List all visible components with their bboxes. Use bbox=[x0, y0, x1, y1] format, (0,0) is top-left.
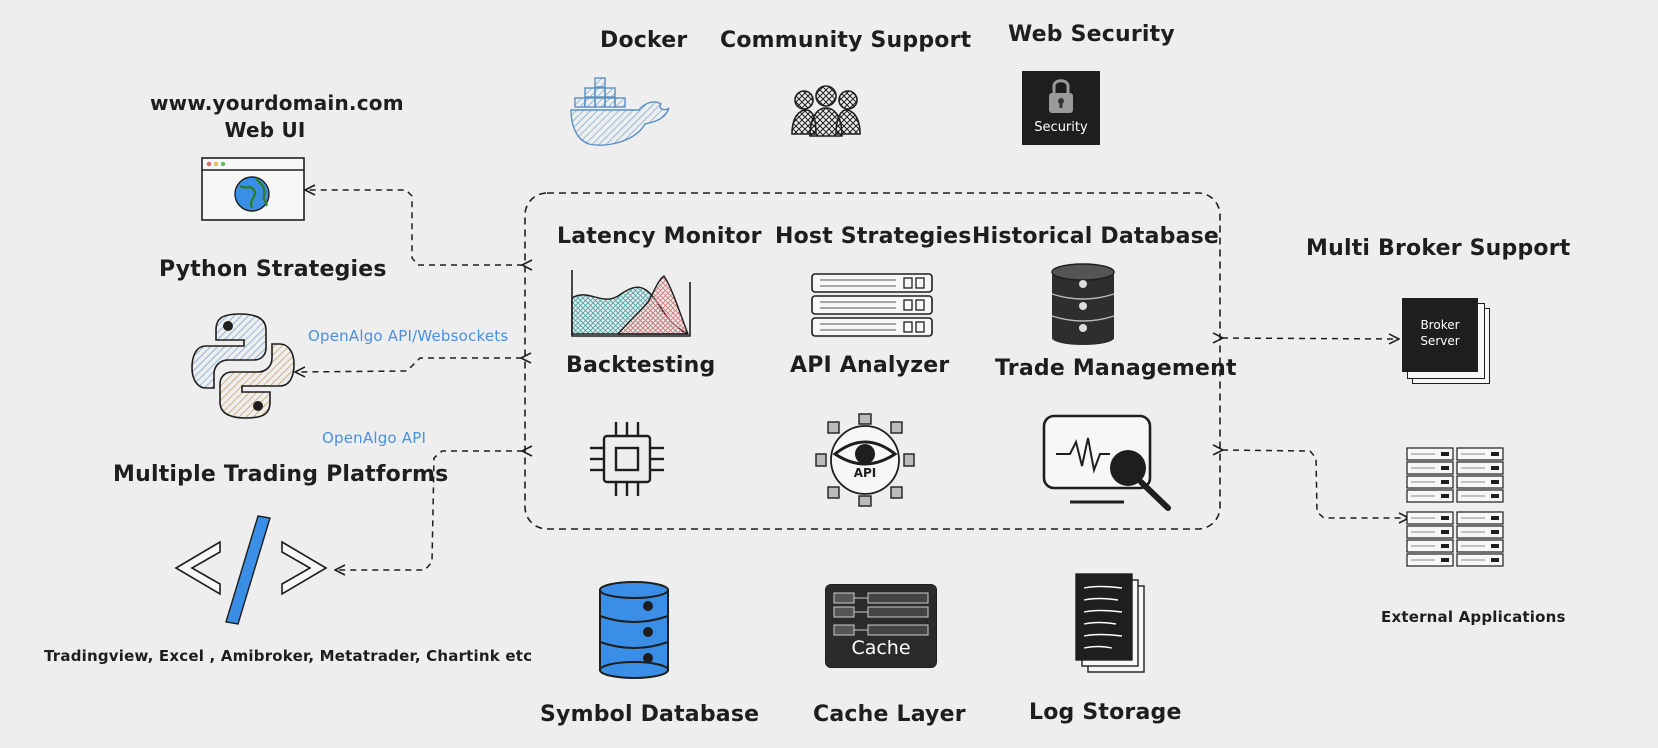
external-connector bbox=[1222, 450, 1408, 518]
server-rack-icon bbox=[811, 273, 933, 337]
broker-server-stack: Broker Server bbox=[1402, 298, 1490, 384]
web-ui-domain: www.yourdomain.com bbox=[150, 91, 404, 115]
cache-badge-text: Cache bbox=[851, 637, 911, 659]
symbol-database-label: Symbol Database bbox=[540, 702, 760, 727]
multiple-trading-platforms-label: Multiple Trading Platforms bbox=[113, 462, 449, 487]
code-brackets-icon bbox=[174, 515, 328, 625]
docker-whale-icon bbox=[570, 77, 670, 146]
openalgo-api-label: OpenAlgo API bbox=[322, 429, 427, 447]
community-people-icon bbox=[791, 85, 861, 137]
historical-database-label: Historical Database bbox=[972, 224, 1220, 249]
platforms-connector bbox=[336, 451, 523, 570]
api-gear-icon bbox=[815, 413, 915, 507]
cache-layer-label: Cache Layer bbox=[813, 702, 966, 727]
trade-monitor-icon bbox=[1042, 414, 1171, 511]
broker-line-1: Broker bbox=[1420, 318, 1460, 332]
log-storage-label: Log Storage bbox=[1029, 700, 1182, 725]
api-badge-text: API bbox=[853, 466, 877, 480]
external-server-racks-icon bbox=[1406, 447, 1504, 567]
globe-icon bbox=[234, 176, 270, 212]
backtesting-label: Backtesting bbox=[566, 353, 716, 378]
latency-chart-icon bbox=[571, 270, 691, 337]
api-analyzer-label: API Analyzer bbox=[790, 353, 950, 378]
cpu-chip-icon bbox=[590, 422, 664, 496]
webui-connector bbox=[306, 190, 523, 265]
web-ui-title: Web UI bbox=[224, 118, 306, 142]
python-strategies-label: Python Strategies bbox=[159, 257, 387, 282]
docker-label: Docker bbox=[600, 28, 688, 53]
browser-window-icon bbox=[201, 157, 305, 221]
api-analyzer-badge: API bbox=[814, 410, 916, 510]
security-badge-text: Security bbox=[1034, 120, 1088, 135]
trade-management-label: Trade Management bbox=[995, 356, 1237, 381]
broker-line-2: Server bbox=[1420, 334, 1460, 348]
community-support-label: Community Support bbox=[720, 28, 972, 53]
openalgo-api-websockets-label: OpenAlgo API/Websockets bbox=[308, 327, 509, 345]
cache-badge: Cache bbox=[825, 584, 937, 668]
security-badge: Security bbox=[1022, 71, 1100, 145]
web-ui-label: www.yourdomain.com Web UI bbox=[150, 90, 404, 144]
python-logo-icon bbox=[191, 313, 295, 419]
symbol-database-icon bbox=[599, 581, 669, 679]
broker-server-card: Broker Server bbox=[1402, 298, 1478, 372]
external-applications-label: External Applications bbox=[1381, 608, 1566, 626]
log-documents-icon bbox=[1075, 573, 1145, 673]
python-connector bbox=[296, 358, 522, 372]
host-strategies-label: Host Strategies bbox=[775, 224, 972, 249]
cache-table-icon bbox=[833, 592, 929, 636]
broker-connector bbox=[1222, 338, 1398, 339]
platform-list-label: Tradingview, Excel , Amibroker, Metatrad… bbox=[44, 647, 533, 665]
database-icon bbox=[1051, 263, 1115, 345]
padlock-icon bbox=[1049, 79, 1073, 113]
multi-broker-support-label: Multi Broker Support bbox=[1306, 236, 1571, 261]
core-frame bbox=[524, 192, 1221, 530]
web-security-label: Web Security bbox=[1008, 22, 1175, 47]
latency-monitor-label: Latency Monitor bbox=[557, 224, 762, 249]
